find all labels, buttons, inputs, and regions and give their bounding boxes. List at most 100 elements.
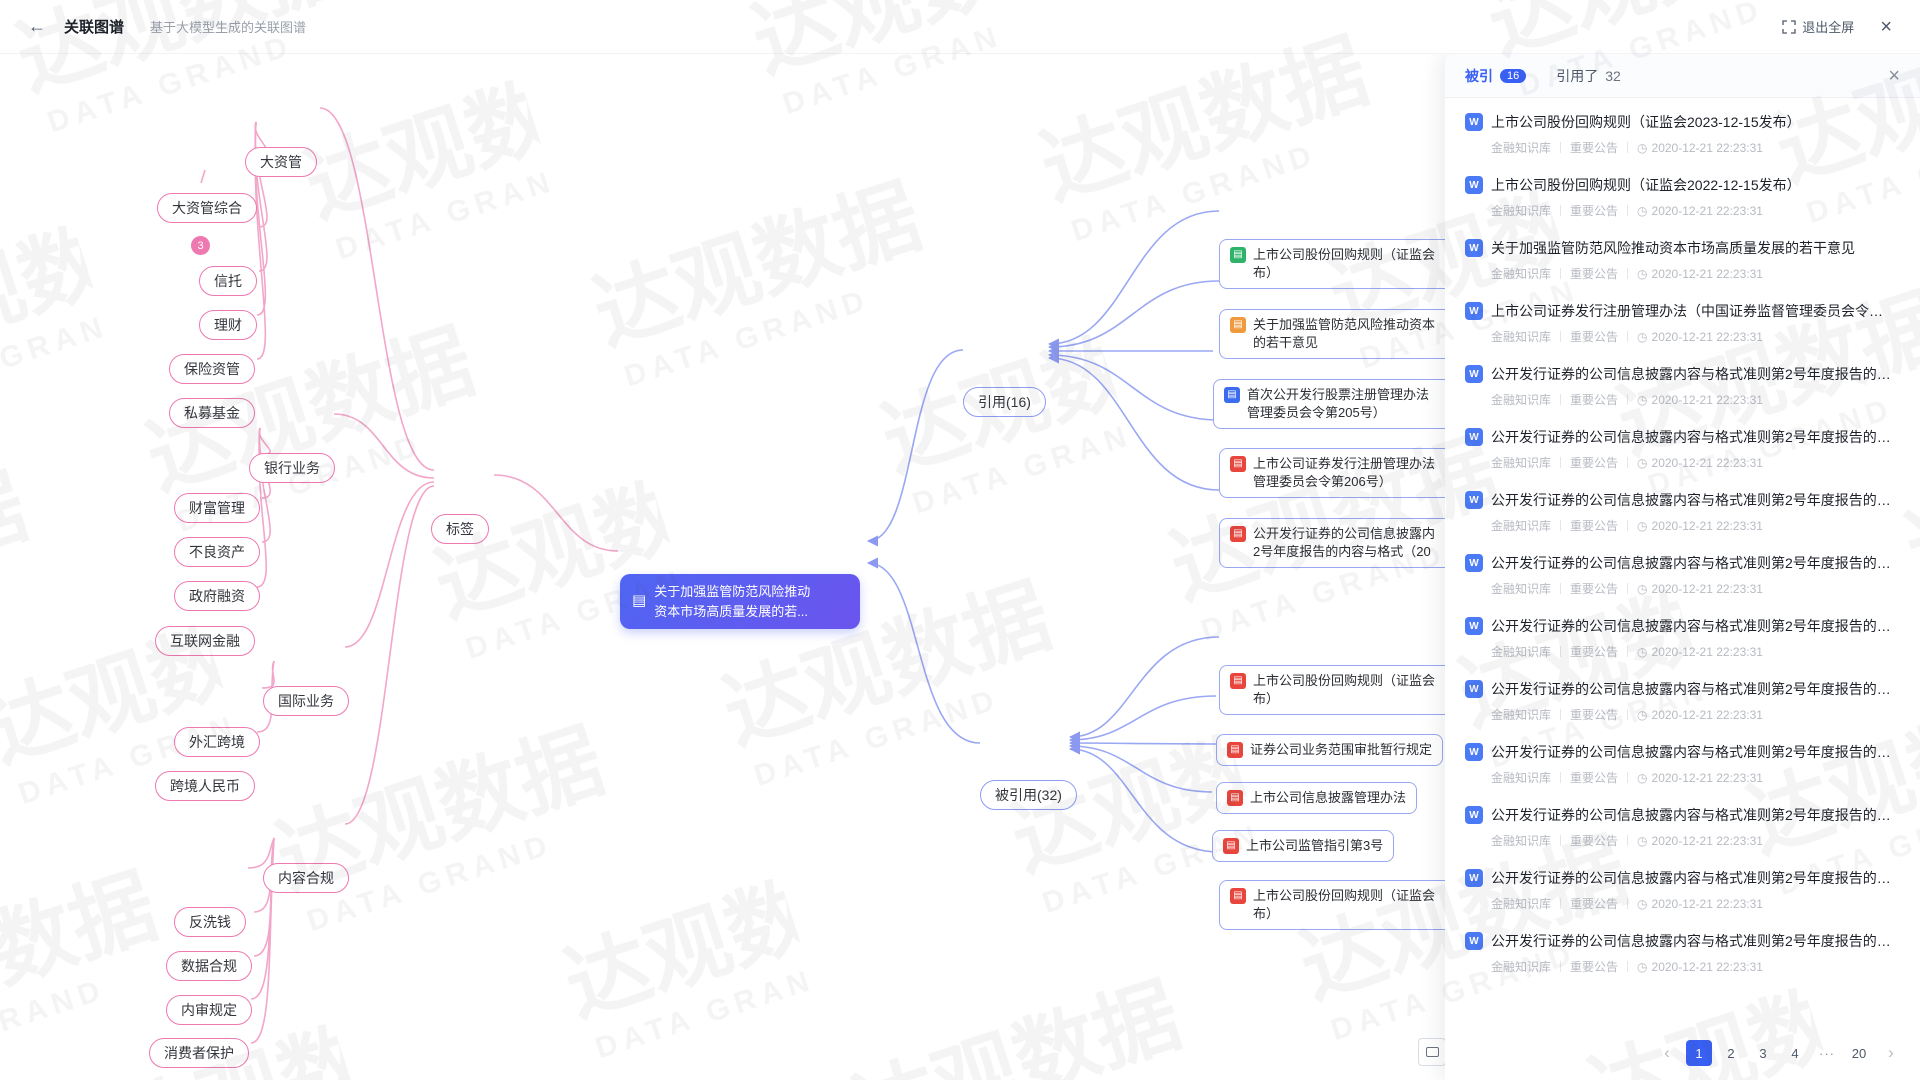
page-title: 关联图谱 bbox=[64, 19, 125, 36]
exit-fullscreen-button[interactable]: 退出全屏 bbox=[1782, 17, 1854, 36]
page-button-3[interactable]: 3 bbox=[1759, 1045, 1767, 1061]
meta-divider bbox=[1560, 961, 1562, 972]
doc-source: 金融知识库 bbox=[1491, 897, 1552, 911]
page-button-1[interactable]: 1 bbox=[1686, 1040, 1712, 1066]
doc-icon: ▤ bbox=[1230, 673, 1246, 689]
tag-node[interactable]: 财富管理 bbox=[174, 493, 260, 523]
group-node-yinhang[interactable]: 银行业务 bbox=[249, 453, 335, 483]
list-item[interactable]: W 公开发行证券的公司信息披露内容与格式准则第2号年度报告的内… 金融知识库 重… bbox=[1465, 417, 1900, 480]
group-node-guoji[interactable]: 国际业务 bbox=[263, 686, 349, 716]
doc-icon: ▤ bbox=[1230, 247, 1246, 263]
tag-node[interactable]: 内审规定 bbox=[166, 995, 252, 1025]
tab-cites-label: 引用了 bbox=[1556, 67, 1599, 84]
doc-icon: W bbox=[1465, 176, 1483, 194]
panel-close-icon[interactable]: × bbox=[1888, 64, 1900, 87]
list-item[interactable]: W 公开发行证券的公司信息披露内容与格式准则第2号年度报告的内… 金融知识库 重… bbox=[1465, 480, 1900, 543]
doc-icon: W bbox=[1465, 806, 1483, 824]
doc-source: 金融知识库 bbox=[1491, 393, 1552, 407]
meta-divider bbox=[1627, 898, 1629, 909]
doc-icon: W bbox=[1465, 239, 1483, 257]
window-close-icon[interactable]: × bbox=[1880, 15, 1892, 38]
tag-node[interactable]: 理财 bbox=[199, 310, 257, 340]
list-item[interactable]: W 关于加强监管防范风险推动资本市场高质量发展的若干意见 金融知识库 重要公告 … bbox=[1465, 228, 1900, 291]
root-document-node[interactable]: ▤ 关于加强监管防范风险推动 资本市场高质量发展的若... bbox=[620, 574, 860, 629]
tag-node[interactable]: 私募基金 bbox=[169, 398, 255, 428]
doc-title: 上市公司股份回购规则（证监会2023-12-15发布） bbox=[1491, 114, 1801, 130]
list-item[interactable]: W 公开发行证券的公司信息披露内容与格式准则第2号年度报告的内… 金融知识库 重… bbox=[1465, 921, 1900, 984]
top-bar: ← 关联图谱 基于大模型生成的关联图谱 退出全屏 × bbox=[0, 0, 1920, 54]
meta-divider bbox=[1560, 520, 1562, 531]
doc-title: 公开发行证券的公司信息披露内容与格式准则第2号年度报告的内… bbox=[1491, 429, 1896, 445]
doc-time: 2020-12-21 22:23:31 bbox=[1651, 581, 1763, 596]
meta-divider bbox=[1627, 205, 1629, 216]
tag-node[interactable]: 不良资产 bbox=[174, 537, 260, 567]
doc-tag: 重要公告 bbox=[1570, 645, 1619, 659]
tag-node[interactable]: 反洗钱 bbox=[174, 907, 246, 937]
doc-source: 金融知识库 bbox=[1491, 519, 1552, 533]
back-icon[interactable]: ← bbox=[28, 16, 46, 36]
meta-divider bbox=[1560, 331, 1562, 342]
page-button-last[interactable]: 20 bbox=[1851, 1045, 1867, 1061]
tag-hub-node[interactable]: 标签 bbox=[431, 514, 489, 544]
tab-cited-by[interactable]: 被引 16 bbox=[1465, 66, 1527, 86]
meta-divider bbox=[1627, 709, 1629, 720]
citing-doc-node[interactable]: ▤ 上市公司监管指引第3号 bbox=[1212, 830, 1395, 863]
tab-cites[interactable]: 引用了 32 bbox=[1556, 66, 1621, 86]
more-pages-icon[interactable]: ··· bbox=[1819, 1045, 1835, 1061]
collapsed-count-badge[interactable]: 3 bbox=[191, 236, 210, 255]
doc-time: 2020-12-21 22:23:31 bbox=[1651, 833, 1763, 848]
doc-icon: W bbox=[1465, 302, 1483, 320]
page-button-2[interactable]: 2 bbox=[1727, 1045, 1735, 1061]
doc-source: 金融知识库 bbox=[1491, 582, 1552, 596]
cites-hub-node[interactable]: 引用(16) bbox=[963, 387, 1046, 417]
tag-node[interactable]: 数据合规 bbox=[166, 951, 252, 981]
prev-page-icon[interactable]: ‹ bbox=[1664, 1043, 1670, 1062]
next-page-icon[interactable]: › bbox=[1888, 1043, 1894, 1062]
list-item[interactable]: W 公开发行证券的公司信息披露内容与格式准则第2号年度报告的内… 金融知识库 重… bbox=[1465, 669, 1900, 732]
doc-icon: W bbox=[1465, 428, 1483, 446]
doc-title: 公开发行证券的公司信息披露内容与格式准则第2号年度报告的内… bbox=[1491, 807, 1896, 823]
doc-source: 金融知识库 bbox=[1491, 267, 1552, 281]
list-item[interactable]: W 公开发行证券的公司信息披露内容与格式准则第2号年度报告的内… 金融知识库 重… bbox=[1465, 543, 1900, 606]
meta-divider bbox=[1627, 646, 1629, 657]
doc-title: 公开发行证券的公司信息披露内容与格式准则第2号年度报告的内… bbox=[1491, 492, 1896, 508]
doc-source: 金融知识库 bbox=[1491, 834, 1552, 848]
doc-clock-icon: ◷ bbox=[1637, 833, 1648, 848]
citing-doc-node[interactable]: ▤ 上市公司信息披露管理办法 bbox=[1216, 782, 1418, 815]
list-item[interactable]: W 上市公司证券发行注册管理办法（中国证券监督管理委员会令第2… 金融知识库 重… bbox=[1465, 291, 1900, 354]
tag-node[interactable]: 保险资管 bbox=[169, 354, 255, 384]
tag-node[interactable]: 跨境人民币 bbox=[155, 771, 255, 801]
tag-node[interactable]: 信托 bbox=[199, 266, 257, 296]
fit-view-button[interactable] bbox=[1418, 1038, 1446, 1066]
tag-node[interactable]: 消费者保护 bbox=[149, 1038, 249, 1068]
tag-node[interactable]: 互联网金融 bbox=[155, 626, 255, 656]
tag-node[interactable]: 大资管综合 bbox=[157, 193, 257, 223]
meta-divider bbox=[1627, 520, 1629, 531]
list-item[interactable]: W 上市公司股份回购规则（证监会2023-12-15发布） 金融知识库 重要公告… bbox=[1465, 102, 1900, 165]
citing-doc-node[interactable]: ▤ 证券公司业务范围审批暂行规定 bbox=[1216, 734, 1444, 767]
list-item[interactable]: W 公开发行证券的公司信息披露内容与格式准则第2号年度报告的内… 金融知识库 重… bbox=[1465, 795, 1900, 858]
list-item[interactable]: W 公开发行证券的公司信息披露内容与格式准则第2号年度报告的内… 金融知识库 重… bbox=[1465, 858, 1900, 921]
doc-clock-icon: ◷ bbox=[1637, 959, 1648, 974]
list-item[interactable]: W 公开发行证券的公司信息披露内容与格式准则第2号年度报告的内… 金融知识库 重… bbox=[1465, 606, 1900, 669]
doc-source: 金融知识库 bbox=[1491, 456, 1552, 470]
doc-icon: W bbox=[1465, 869, 1483, 887]
list-item[interactable]: W 公开发行证券的公司信息披露内容与格式准则第2号年度报告的内… 金融知识库 重… bbox=[1465, 732, 1900, 795]
doc-time: 2020-12-21 22:23:31 bbox=[1651, 392, 1763, 407]
pagination: ‹ 1 2 3 4 ··· 20 › bbox=[1445, 1030, 1920, 1080]
doc-tag: 重要公告 bbox=[1570, 456, 1619, 470]
meta-divider bbox=[1560, 457, 1562, 468]
doc-clock-icon: ◷ bbox=[1637, 770, 1648, 785]
tag-node[interactable]: 外汇跨境 bbox=[174, 727, 260, 757]
cited-doc-node[interactable]: ▤ 首次公开发行股票注册管理办法管理委员会令第205号） bbox=[1213, 379, 1478, 430]
group-node-daziguan[interactable]: 大资管 bbox=[245, 147, 317, 177]
doc-clock-icon: ◷ bbox=[1637, 581, 1648, 596]
list-item[interactable]: W 上市公司股份回购规则（证监会2022-12-15发布） 金融知识库 重要公告… bbox=[1465, 165, 1900, 228]
list-item[interactable]: W 公开发行证券的公司信息披露内容与格式准则第2号年度报告的内… 金融知识库 重… bbox=[1465, 354, 1900, 417]
meta-divider bbox=[1627, 772, 1629, 783]
page-button-4[interactable]: 4 bbox=[1791, 1045, 1799, 1061]
tag-node[interactable]: 政府融资 bbox=[174, 581, 260, 611]
book-icon: ▤ bbox=[632, 592, 647, 610]
cited-hub-node[interactable]: 被引用(32) bbox=[980, 780, 1077, 810]
group-node-neirong[interactable]: 内容合规 bbox=[263, 863, 349, 893]
